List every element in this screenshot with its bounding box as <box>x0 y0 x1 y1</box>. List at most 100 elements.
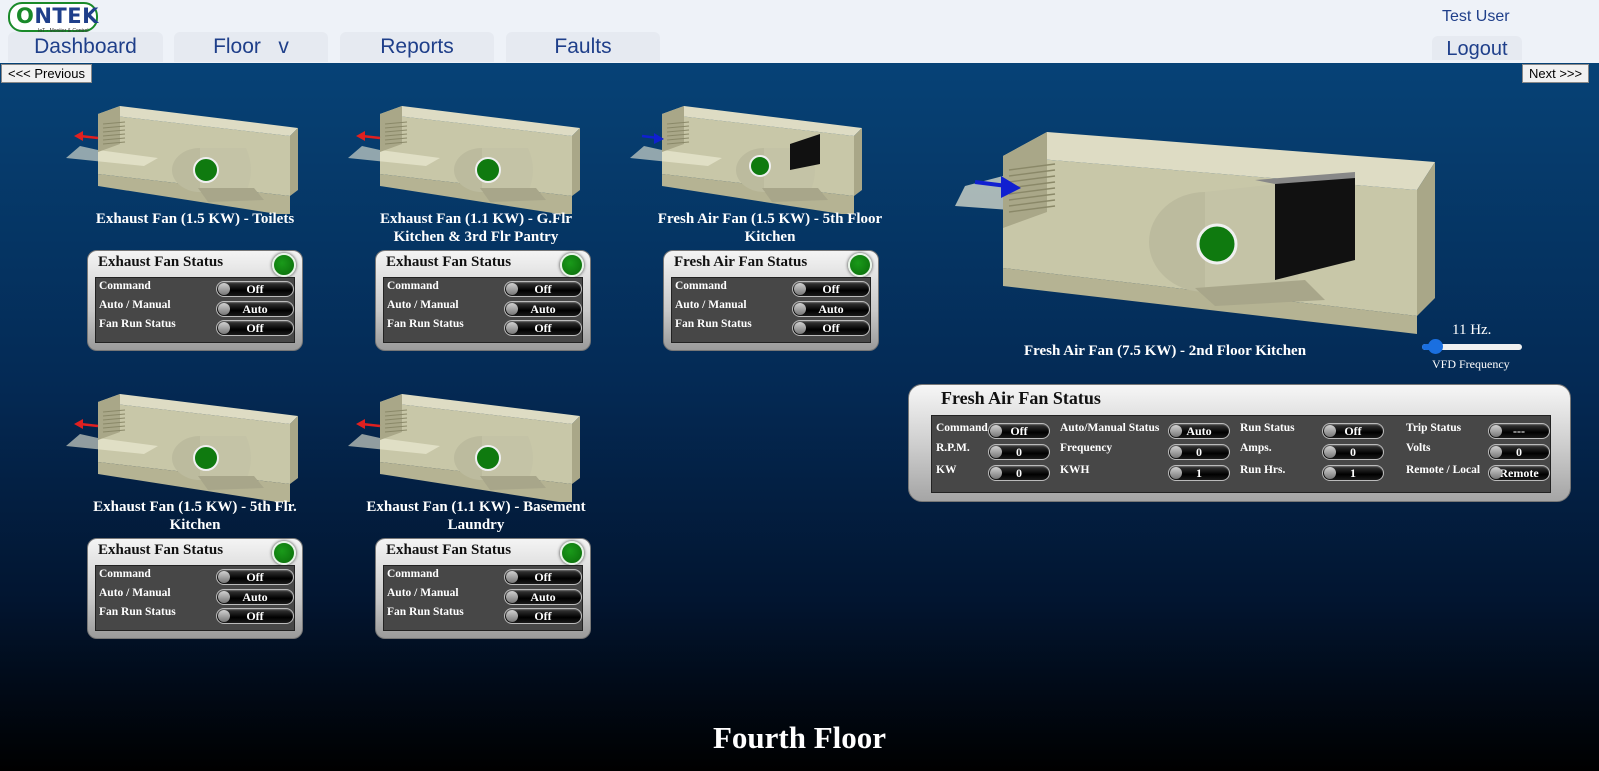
fan-run-status-label: Fan Run Status <box>675 318 752 330</box>
panel-body: Command Off Auto/Manual Status Auto Run … <box>931 415 1551 493</box>
panel-title: Exhaust Fan Status <box>98 542 224 558</box>
next-button[interactable]: Next >>> <box>1522 64 1590 83</box>
fan-status-panel: Exhaust Fan Status Command Off Auto / Ma… <box>87 250 303 351</box>
trip-status-value: --- <box>1488 423 1550 439</box>
command-value[interactable]: Off <box>792 281 870 297</box>
status-led-icon <box>848 253 872 277</box>
fan-run-status-value: Off <box>504 320 582 336</box>
command-value[interactable]: Off <box>504 569 582 585</box>
fan-run-status-value: Off <box>216 608 294 624</box>
fan-run-status-label: Fan Run Status <box>387 606 464 618</box>
exhaust-arrow-icon <box>356 131 381 141</box>
remote-local-value[interactable]: Remote <box>1488 465 1550 481</box>
logo-tagline: IoT - Monitor & Control <box>38 28 89 34</box>
panel-title: Fresh Air Fan Status <box>674 254 808 270</box>
fan-title: Exhaust Fan (1.5 KW) - 5th Flr. Kitchen <box>93 499 297 533</box>
fresh-air-arrow-icon <box>641 133 664 144</box>
status-led-icon <box>272 253 296 277</box>
fan-status-led-icon <box>193 445 219 471</box>
auto-manual-value[interactable]: Auto <box>504 301 582 317</box>
exhaust-fan-toilets-illustration <box>65 105 299 214</box>
run-hrs-value: 1 <box>1322 465 1384 481</box>
nav-dashboard[interactable]: Dashboard <box>8 32 163 62</box>
logo-o-icon: O <box>16 4 35 28</box>
exhaust-arrow-icon <box>356 419 381 429</box>
kw-label: KW <box>936 464 957 476</box>
fresh-air-fan-2nd-kitchen-illustration <box>955 132 1435 334</box>
panel-body: Command Off Auto / Manual Auto Fan Run S… <box>383 277 583 343</box>
command-value[interactable]: Off <box>504 281 582 297</box>
previous-button[interactable]: <<< Previous <box>1 64 92 83</box>
fan-status-led-icon <box>475 157 501 183</box>
fan-status-led-icon <box>193 157 219 183</box>
panel-title: Exhaust Fan Status <box>98 254 224 270</box>
fan-run-status-value: Off <box>216 320 294 336</box>
frequency-value: 0 <box>1168 444 1230 460</box>
auto-manual-status-value[interactable]: Auto <box>1168 423 1230 439</box>
fan-run-status-label: Fan Run Status <box>387 318 464 330</box>
exhaust-arrow-icon <box>74 131 99 141</box>
main-fan-status-panel: Fresh Air Fan Status Command Off Auto/Ma… <box>908 384 1571 502</box>
exhaust-fan-basement-laundry-illustration <box>347 393 581 502</box>
top-header: ONTEK IoT - Monitor & Control Dashboard … <box>0 0 1599 63</box>
auto-manual-label: Auto / Manual <box>99 587 171 599</box>
command-label: Command <box>99 568 151 580</box>
vfd-frequency-slider[interactable] <box>1422 339 1522 354</box>
auto-manual-label: Auto / Manual <box>675 299 747 311</box>
exhaust-fan-kitchen-pantry-illustration <box>347 105 581 214</box>
fan-title: Fresh Air Fan (1.5 KW) - 5th Floor Kitch… <box>657 211 883 245</box>
command-label: Command <box>936 422 988 434</box>
logout-button[interactable]: Logout <box>1432 36 1522 60</box>
amps-value: 0 <box>1322 444 1384 460</box>
panel-body: Command Off Auto / Manual Auto Fan Run S… <box>95 565 295 631</box>
auto-manual-value[interactable]: Auto <box>216 301 294 317</box>
exhaust-fan-5th-kitchen-illustration <box>65 393 299 502</box>
fan-status-panel: Exhaust Fan Status Command Off Auto / Ma… <box>375 250 591 351</box>
status-led-icon <box>560 541 584 565</box>
panel-body: Command Off Auto / Manual Auto Fan Run S… <box>95 277 295 343</box>
status-led-icon <box>560 253 584 277</box>
auto-manual-label: Auto / Manual <box>387 299 459 311</box>
floor-title: Fourth Floor <box>712 720 887 755</box>
fan-status-panel: Exhaust Fan Status Command Off Auto / Ma… <box>87 538 303 639</box>
fan-title: Exhaust Fan (1.1 KW) - G.Flr Kitchen & 3… <box>379 211 573 245</box>
vfd-slider-track <box>1422 344 1522 350</box>
run-status-label: Run Status <box>1240 422 1295 434</box>
fan-run-status-label: Fan Run Status <box>99 606 176 618</box>
kwh-label: KWH <box>1060 464 1090 476</box>
fan-run-status-value: Off <box>504 608 582 624</box>
trip-status-label: Trip Status <box>1406 422 1462 434</box>
rpm-label: R.P.M. <box>936 442 970 454</box>
frequency-label: Frequency <box>1060 442 1113 454</box>
command-value[interactable]: Off <box>216 569 294 585</box>
panel-title: Exhaust Fan Status <box>386 542 512 558</box>
auto-manual-value[interactable]: Auto <box>504 589 582 605</box>
user-name: Test User <box>1442 8 1510 25</box>
vfd-value: 11 Hz. <box>1452 322 1492 338</box>
panel-title: Fresh Air Fan Status <box>941 388 1101 408</box>
panel-body: Command Off Auto / Manual Auto Fan Run S… <box>671 277 871 343</box>
fresh-air-fan-5th-kitchen-illustration <box>629 105 863 214</box>
ontek-logo[interactable]: ONTEK IoT - Monitor & Control <box>8 2 99 34</box>
volts-label: Volts <box>1406 442 1431 454</box>
nav-floor-dropdown[interactable]: Floor v <box>174 32 328 62</box>
panel-title: Exhaust Fan Status <box>386 254 512 270</box>
fan-status-led-icon <box>1196 223 1238 265</box>
logo-text: NTEK <box>34 4 99 28</box>
kw-value: 0 <box>988 465 1050 481</box>
nav-reports[interactable]: Reports <box>340 32 494 62</box>
rpm-value: 0 <box>988 444 1050 460</box>
auto-manual-label: Auto / Manual <box>99 299 171 311</box>
auto-manual-value[interactable]: Auto <box>792 301 870 317</box>
vfd-slider-thumb[interactable] <box>1428 339 1443 354</box>
command-label: Command <box>99 280 151 292</box>
vfd-label: VFD Frequency <box>1432 357 1510 371</box>
command-label: Command <box>387 568 439 580</box>
command-value[interactable]: Off <box>216 281 294 297</box>
command-value[interactable]: Off <box>988 423 1050 439</box>
fan-run-status-value: Off <box>792 320 870 336</box>
fan-status-panel: Fresh Air Fan Status Command Off Auto / … <box>663 250 879 351</box>
kwh-value: 1 <box>1168 465 1230 481</box>
nav-faults[interactable]: Faults <box>506 32 660 62</box>
auto-manual-value[interactable]: Auto <box>216 589 294 605</box>
